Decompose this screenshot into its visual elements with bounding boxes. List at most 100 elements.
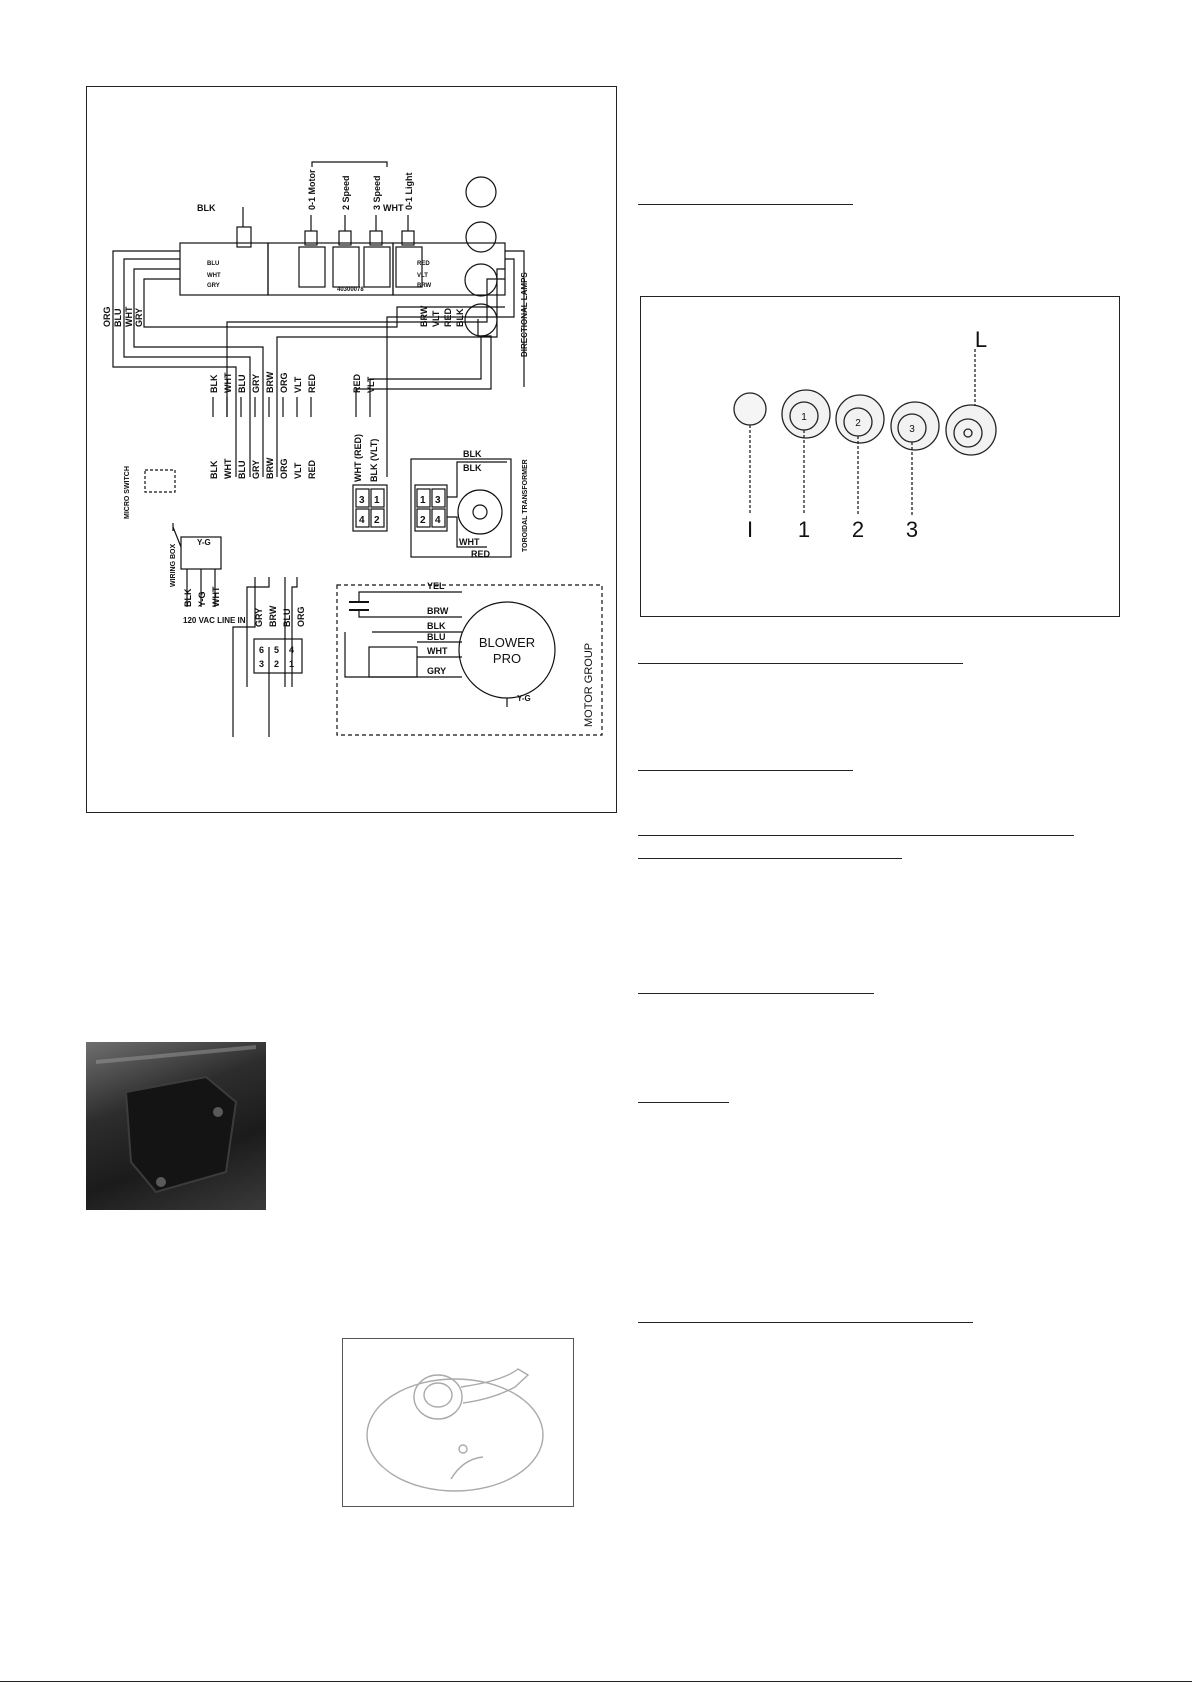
control-label-3: 3 (906, 517, 918, 542)
wire-label-org: ORG (102, 306, 112, 327)
micro-switch-label: MICRO SWITCH (124, 466, 131, 519)
controls-panel-frame: 1 2 3 I 1 2 3 L (640, 296, 1120, 617)
row2-label-7: RED (307, 459, 317, 479)
mpin-4: 4 (289, 645, 294, 655)
tr-wire-wht: WHT (459, 537, 480, 547)
rule-8 (638, 1322, 973, 1323)
motor-group-label: MOTOR GROUP (583, 643, 595, 727)
row2-label-4: BRW (265, 457, 275, 479)
line-wire-blk: BLK (183, 588, 193, 607)
mplug-wire-org: ORG (296, 606, 306, 627)
plug-pin-4: 4 (359, 515, 365, 526)
control-label-l: L (975, 327, 987, 352)
motor-ground-label: Y-G (517, 694, 531, 703)
rule-5 (638, 858, 902, 859)
cover-plate-photo (86, 1042, 266, 1210)
conn-label-5: ORG (279, 372, 289, 393)
mplug-wire-blu: BLU (282, 609, 292, 628)
motor-wire-wht: WHT (427, 646, 448, 656)
row2-label-2: BLU (237, 461, 247, 480)
pro-label: PRO (493, 651, 521, 666)
switch-label-motor: 0-1 Motor (307, 169, 317, 210)
wiring-diagram-frame: 0-1 Motor 2 Speed 3 Speed 0-1 Light BLK … (86, 86, 617, 813)
block-label-wht: WHT (207, 273, 221, 279)
switch-label-light: 0-1 Light (404, 172, 414, 210)
conn-label-2: BLU (237, 375, 247, 394)
tr-wire-blk-2: BLK (463, 463, 482, 473)
motor-wire-blk: BLK (427, 621, 446, 631)
motor-wire-gry: GRY (427, 666, 446, 676)
plug-pin-2: 2 (374, 515, 380, 526)
control-label-i: I (747, 517, 753, 542)
lamp-conn-red: RED (352, 373, 362, 393)
rule-6 (638, 993, 874, 994)
lamp-conn-vlt: VLT (366, 376, 376, 393)
conn-label-0: BLK (209, 374, 219, 393)
tr-pin-2: 2 (420, 515, 426, 526)
rule-3 (638, 770, 853, 771)
rule-1 (638, 204, 853, 205)
block-label-gry: GRY (207, 283, 220, 289)
row2-label-6: VLT (293, 462, 303, 479)
blower-label: BLOWER (479, 635, 535, 650)
wiring-box-label: WIRING BOX (170, 544, 177, 587)
control-label-2: 2 (852, 517, 864, 542)
mpin-1: 1 (289, 659, 294, 669)
conn-label-1: WHT (223, 372, 233, 393)
line-wire-yg: Y-G (197, 591, 207, 607)
line-in-label: 120 VAC LINE IN (183, 616, 246, 625)
directional-lamps-label: DIRECTIONAL LAMPS (520, 272, 529, 357)
row2-label-3: GRY (251, 460, 261, 479)
wire-label-gry: GRY (134, 308, 144, 327)
conn-label-6: VLT (293, 376, 303, 393)
switch-label-speed-3: 3 Speed (372, 175, 382, 210)
tr-wire-red: RED (471, 549, 491, 559)
plug-wire-blk-vlt: BLK (VLT) (369, 439, 379, 482)
tr-pin-4: 4 (435, 515, 441, 526)
bottom-rule (0, 1681, 1192, 1682)
mpin-3: 3 (259, 659, 264, 669)
rule-4 (638, 835, 1074, 836)
knob-mark-3: 3 (909, 424, 915, 435)
suction-cup-image (342, 1338, 574, 1507)
knob-mark-1: 1 (801, 412, 807, 423)
wire-label-wht: WHT (124, 306, 134, 327)
controls-diagram: 1 2 3 I 1 2 3 L (733, 327, 997, 542)
mplug-wire-brw: BRW (268, 605, 278, 627)
wiring-box-yg: Y-G (197, 538, 211, 547)
conn-label-3: GRY (251, 374, 261, 393)
plug-wire-wht-red: WHT (RED) (353, 434, 363, 482)
motor-wire-yel: YEL (427, 581, 445, 591)
conn-label-7: RED (307, 373, 317, 393)
block-label-brw: BRW (417, 283, 432, 289)
mpin-6: 6 (259, 645, 264, 655)
tr-wire-blk-1: BLK (463, 449, 482, 459)
row2-label-0: BLK (209, 460, 219, 479)
toroidal-label: TOROIDAL TRANSFORMER (522, 459, 529, 552)
knob-mark-2: 2 (855, 418, 861, 429)
conn-label-4: BRW (265, 371, 275, 393)
box-blk-label: BLK (197, 203, 216, 213)
wire-label-vlt-r: VLT (431, 310, 441, 327)
indicator-light-icon (733, 392, 767, 426)
switch-label-speed-2: 2 Speed (341, 175, 351, 210)
mpin-5: 5 (274, 645, 279, 655)
row2-label-5: ORG (279, 458, 289, 479)
wiring-diagram: 0-1 Motor 2 Speed 3 Speed 0-1 Light BLK … (102, 161, 603, 737)
wire-label-red-r: RED (443, 307, 453, 327)
wire-label-blu: BLU (113, 309, 123, 328)
motor-wire-brw: BRW (427, 606, 449, 616)
part-number: 40300078 (337, 287, 364, 293)
block-label-blu: BLU (207, 261, 219, 267)
plug-pin-3: 3 (359, 495, 365, 506)
box-wht-label: WHT (383, 203, 404, 213)
tr-pin-3: 3 (435, 495, 441, 506)
motor-wire-blu: BLU (427, 632, 446, 642)
mplug-wire-gry: GRY (254, 608, 264, 627)
control-label-1: 1 (798, 517, 810, 542)
block-label-red: RED (417, 261, 430, 267)
rule-2 (638, 663, 963, 664)
wire-label-blk-r: BLK (455, 308, 465, 327)
wire-label-brw-r: BRW (419, 305, 429, 327)
row2-label-1: WHT (223, 458, 233, 479)
